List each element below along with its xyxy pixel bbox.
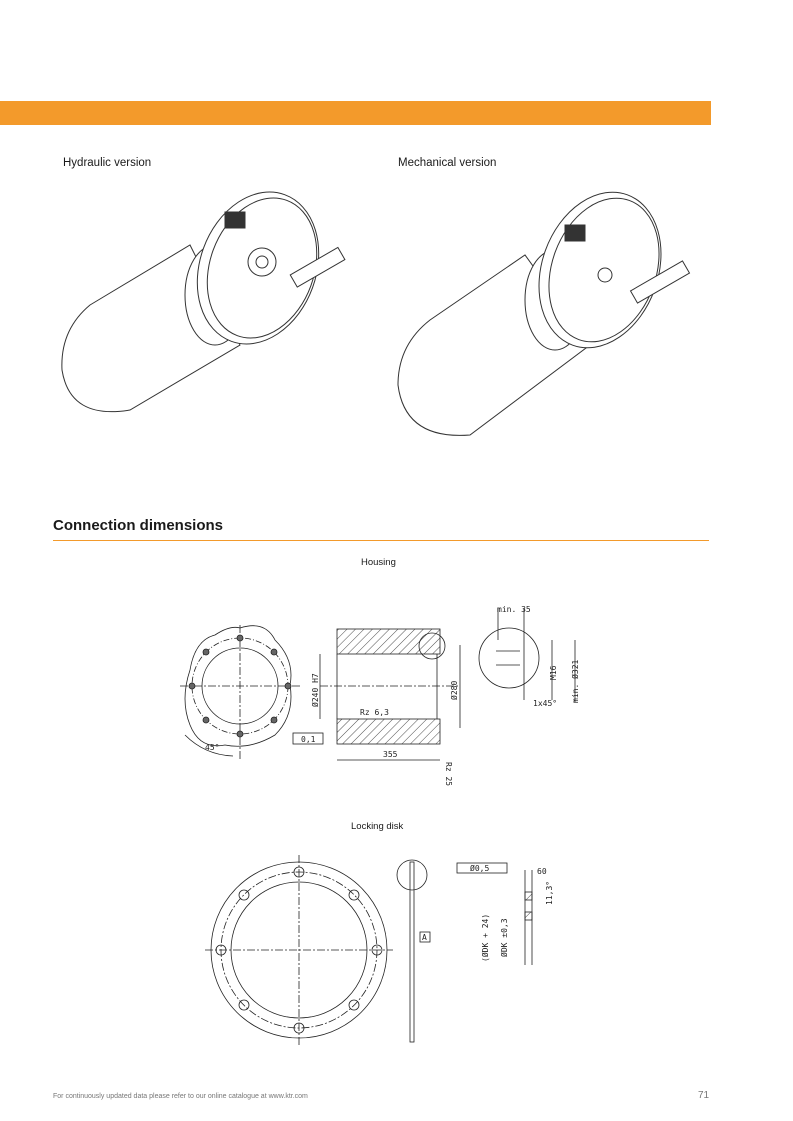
housing-title: Housing xyxy=(361,557,396,568)
housing-section-view xyxy=(292,628,461,761)
housing-length: 355 xyxy=(383,750,398,759)
housing-thread: M16 xyxy=(549,665,558,680)
housing-bore: Ø240 H7 xyxy=(310,673,320,707)
mechanical-product-image xyxy=(397,191,691,436)
mechanical-version-label: Mechanical version xyxy=(398,157,497,169)
housing-diameter: Ø280 xyxy=(449,681,459,700)
hydraulic-version-label: Hydraulic version xyxy=(63,157,152,169)
locking-disk-thickness: 60 xyxy=(537,867,547,876)
locking-disk-position-tol: Ø0,5 xyxy=(470,863,489,873)
locking-disk-dk-tol: ØDK ±0,3 xyxy=(499,918,509,957)
locking-disk-side-view xyxy=(396,859,533,1043)
housing-min-diameter: min. Ø321 xyxy=(570,659,580,703)
housing-roughness-bore: Rz 6,3 xyxy=(360,708,389,717)
footer-text: For continuously updated data please ref… xyxy=(53,1093,308,1100)
housing-chamfer: 1x45° xyxy=(533,699,557,708)
locking-disk-dk-plus: (ØDK + 24) xyxy=(480,914,490,962)
hydraulic-product-image xyxy=(61,191,346,413)
housing-flatness: 0,1 xyxy=(301,735,316,744)
housing-roughness-face: Rz 25 xyxy=(444,762,453,786)
page-number: 71 xyxy=(698,1090,710,1101)
section-divider xyxy=(53,540,709,541)
locking-disk-title: Locking disk xyxy=(351,821,404,832)
housing-detail-view xyxy=(478,608,576,702)
housing-front-view xyxy=(180,625,300,760)
locking-disk-datum: A xyxy=(422,933,427,942)
housing-min-depth: min. 35 xyxy=(497,605,531,614)
header-band xyxy=(0,101,711,125)
locking-disk-angle: 11,3° xyxy=(545,881,554,905)
section-title: Connection dimensions xyxy=(53,517,224,534)
locking-disk-front-view xyxy=(205,855,393,1045)
housing-angle: 45° xyxy=(205,743,219,752)
